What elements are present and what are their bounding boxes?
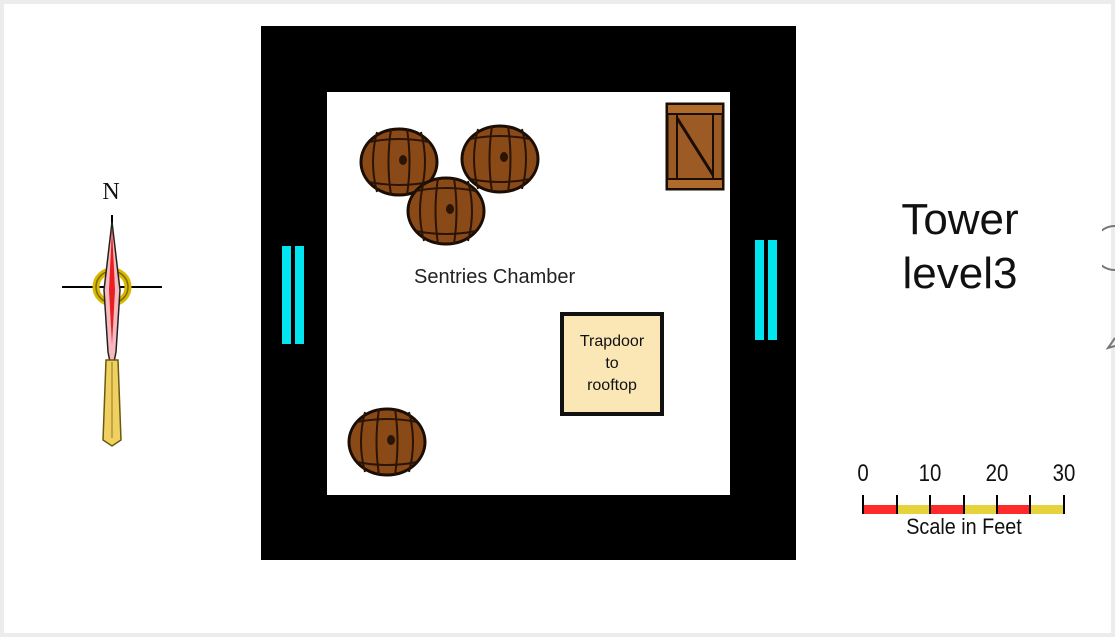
scale-tick-label: 20 [985,460,1009,487]
trapdoor-label: Trapdoor to rooftop [579,333,645,394]
trapdoor: Trapdoor to rooftop [560,312,664,416]
scale-bar [862,495,1065,514]
compass-rose [62,215,162,447]
scale-tick-label: 0 [857,460,869,487]
barrel-icon [406,176,486,246]
barrel-icon [460,124,540,194]
scale-caption: Scale in Feet [906,514,1022,539]
compass-north-label: N [102,179,120,205]
barrel-icon [347,407,427,477]
scale-tick-label: 30 [1052,460,1076,487]
map-title: Tower level3 [901,195,1019,298]
room-label: Sentries Chamber [414,266,576,288]
next-image-control[interactable] [1102,218,1115,368]
crate-icon [665,102,725,191]
east-window [755,240,777,340]
west-window [282,246,304,344]
scale-tick-label: 10 [918,460,942,487]
